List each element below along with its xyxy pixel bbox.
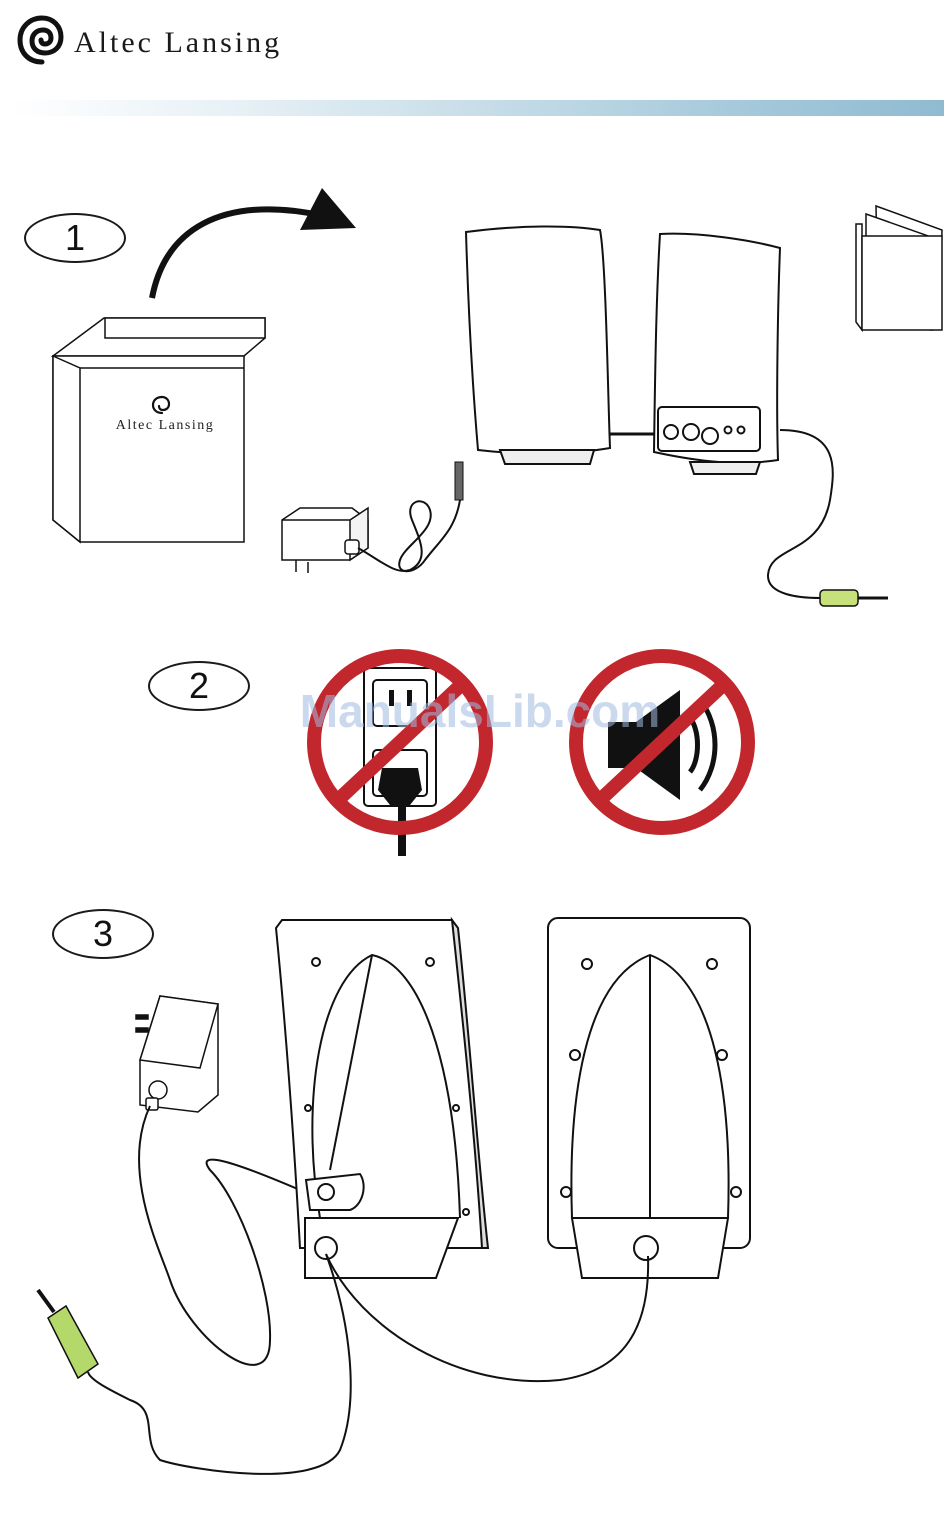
audio-cable-icon — [88, 1254, 351, 1474]
left-speaker-back-icon — [276, 920, 488, 1278]
audio-plug-icon — [38, 1290, 98, 1378]
power-cable-icon — [139, 1106, 300, 1365]
power-adapter-icon — [136, 996, 218, 1112]
right-speaker-back-icon — [548, 918, 750, 1278]
